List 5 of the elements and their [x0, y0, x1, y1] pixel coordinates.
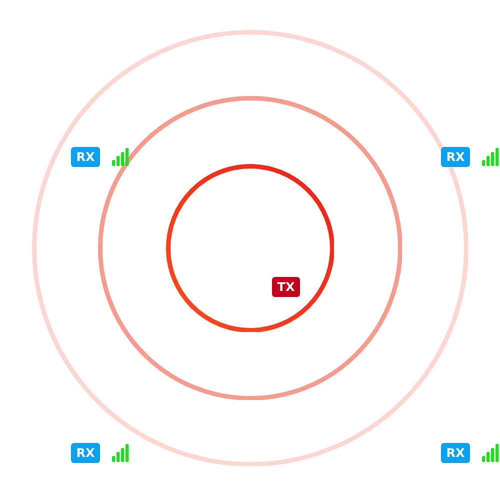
receiver-badge: RX — [71, 147, 100, 167]
receiver-badge: RX — [71, 443, 100, 463]
transmitter-badge: TX — [272, 277, 300, 297]
receiver-badge: RX — [441, 443, 470, 463]
receiver-badge: RX — [441, 147, 470, 167]
